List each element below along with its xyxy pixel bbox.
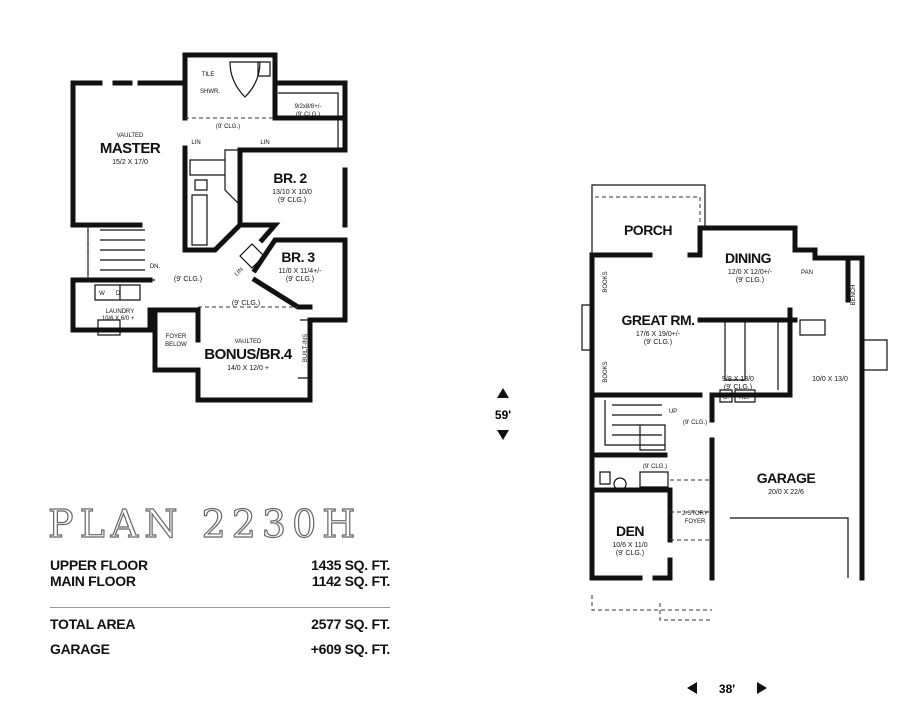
master-room-size: 15/2 X 17/0 xyxy=(112,159,148,166)
garage-room-size: 20/0 X 22/6 xyxy=(768,489,804,496)
upper-floor-plan xyxy=(70,52,348,403)
lin-label: LIN xyxy=(260,140,269,146)
depth-dimension: 59' xyxy=(495,388,511,440)
stat-label: TOTAL AREA xyxy=(50,616,136,632)
bonus-room-size: 14/0 X 12/0 + xyxy=(227,365,269,372)
fridge-label: REF xyxy=(739,395,751,401)
den-ceiling: (9' CLG.) xyxy=(616,550,644,557)
arrow-left-icon xyxy=(687,682,697,694)
plan-title: PLAN 2230H xyxy=(47,501,362,546)
foyer-below-label: BELOW xyxy=(165,342,187,348)
square-footage-table: UPPER FLOOR 1435 SQ. FT. MAIN FLOOR 1142 S… xyxy=(50,557,390,657)
master-note: VAULTED xyxy=(117,133,144,139)
stat-label: MAIN FLOOR xyxy=(50,573,136,589)
shower-label: SHWR. xyxy=(200,89,220,95)
br3-room-name: BR. 3 xyxy=(281,249,315,265)
builtins-label: BUILT-INS xyxy=(303,334,309,362)
den-room-size: 10/6 X 11/0 xyxy=(612,542,647,549)
laundry-size: 10/6 X 6/0 + xyxy=(102,316,135,322)
stat-value: 1142 SQ. FT. xyxy=(311,573,390,589)
br2-ceiling: (9' CLG.) xyxy=(278,197,306,204)
den-room-name: DEN xyxy=(616,523,644,539)
washer-label: W xyxy=(99,291,105,297)
lin-label: LIN xyxy=(234,267,245,278)
stat-row: MAIN FLOOR 1142 SQ. FT. xyxy=(50,573,390,589)
stat-value: 2577 SQ. FT. xyxy=(311,616,390,632)
great-room-ceiling: (9' CLG.) xyxy=(644,339,672,346)
stair-up-label: UP xyxy=(669,409,677,415)
br3-ceiling: (9' CLG.) xyxy=(286,276,314,283)
hall-ceiling: (9' CLG.) xyxy=(683,420,707,426)
books-label: BOOKS xyxy=(603,361,609,382)
br2-room-size: 13/10 X 10/0 xyxy=(272,189,312,196)
garage-room-name: GARAGE xyxy=(757,470,816,486)
closet-size: 9/2x8/8+/- xyxy=(295,104,322,110)
great-room-name: GREAT RM. xyxy=(621,312,694,328)
hall-ceiling: (9' CLG.) xyxy=(232,300,260,307)
br2-room-name: BR. 2 xyxy=(273,170,307,186)
mudroom-size: 10/0 X 13/0 xyxy=(812,376,848,383)
width-dimension: 38' xyxy=(687,682,767,696)
stat-label: UPPER FLOOR xyxy=(50,557,148,573)
bench-label: BENCH xyxy=(851,284,857,305)
master-room-name: MASTER xyxy=(100,140,161,157)
dining-room-name: DINING xyxy=(725,250,772,266)
hall-ceiling: (9' CLG.) xyxy=(174,276,202,283)
oven-label: O. xyxy=(723,395,730,401)
divider xyxy=(50,589,390,608)
pantry-label: PAN xyxy=(801,270,813,276)
dining-room-size: 12/0 X 12/0+/- xyxy=(728,269,773,276)
kitchen-ceiling: (9' CLG.) xyxy=(724,384,752,391)
stat-row: TOTAL AREA 2577 SQ. FT. xyxy=(50,616,390,632)
bonus-room-name: BONUS/BR.4 xyxy=(204,346,293,363)
foyer-below-label: FOYER xyxy=(166,334,187,340)
stair-down-label: DN. xyxy=(150,264,161,270)
stat-value: 1435 SQ. FT. xyxy=(311,557,390,573)
br3-room-size: 11/0 X 11/4+/- xyxy=(278,268,322,275)
books-label: BOOKS xyxy=(603,271,609,292)
arrow-up-icon xyxy=(497,388,509,398)
main-floor-plan xyxy=(581,184,888,621)
stat-value: +609 SQ. FT. xyxy=(310,641,391,657)
bonus-note: VAULTED xyxy=(235,339,262,345)
foyer-label: FOYER xyxy=(685,519,706,525)
arrow-down-icon xyxy=(497,430,509,440)
bath-ceiling: (9' CLG.) xyxy=(216,124,240,130)
stat-label: GARAGE xyxy=(50,641,110,657)
foyer-label: 2-STORY xyxy=(682,511,708,517)
bath-ceiling: (9' CLG.) xyxy=(643,464,667,470)
stat-row: GARAGE +609 SQ. FT. xyxy=(50,641,390,657)
closet-ceiling: (9' CLG.) xyxy=(296,112,320,118)
laundry-name: LAUNDRY xyxy=(106,309,135,315)
dryer-label: D xyxy=(116,291,121,297)
arrow-right-icon xyxy=(757,682,767,694)
kitchen-size: 9/8 X 13/0 xyxy=(722,376,754,383)
tile-label: TILE xyxy=(202,72,215,78)
great-room-size: 17/6 X 19/0+/- xyxy=(636,331,681,338)
porch-room-name: PORCH xyxy=(624,222,672,238)
stat-row: UPPER FLOOR 1435 SQ. FT. xyxy=(50,557,390,573)
dining-ceiling: (9' CLG.) xyxy=(736,277,764,284)
depth-label: 59' xyxy=(495,408,511,422)
lin-label: LIN xyxy=(191,140,200,146)
width-label: 38' xyxy=(719,682,735,696)
